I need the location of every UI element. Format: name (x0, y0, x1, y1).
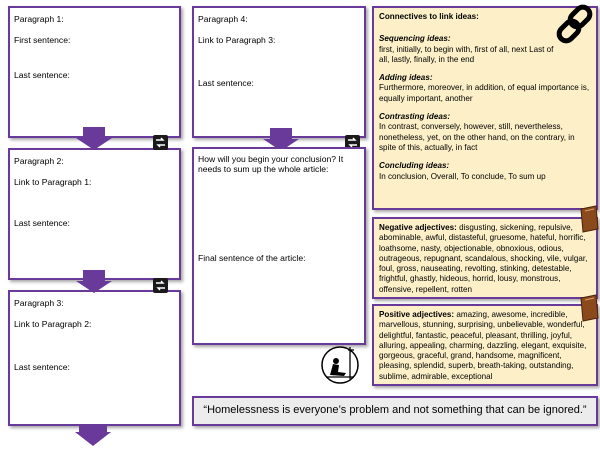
paragraph-1-first-label: First sentence: (14, 35, 71, 45)
positive-title: Positive adjectives: (379, 310, 455, 319)
paragraph-4-heading: Paragraph 4: (198, 14, 248, 24)
swap-arrows-icon (345, 135, 360, 150)
conclusion-box[interactable]: How will you begin your conclusion? It n… (192, 147, 366, 345)
sequencing-title: Sequencing ideas: (379, 34, 451, 44)
positive-adjectives-panel: Positive adjectives: amazing, awesome, i… (372, 304, 598, 386)
concluding-title: Concluding ideas: (379, 161, 450, 171)
adding-title: Adding ideas: (379, 73, 433, 83)
paragraph-2-box[interactable]: Paragraph 2: Link to Paragraph 1: Last s… (8, 148, 181, 280)
conclusion-prompt-line-1: How will you begin your conclusion? It (198, 154, 344, 164)
swap-arrows-icon (153, 278, 168, 293)
paragraph-1-box[interactable]: Paragraph 1: First sentence: Last senten… (8, 6, 181, 138)
final-sentence-label: Final sentence of the article: (198, 253, 306, 263)
paragraph-4-last-label: Last sentence: (198, 78, 254, 88)
connectives-panel: Connectives to link ideas: Sequencing id… (372, 6, 598, 210)
paragraph-4-link-label: Link to Paragraph 3: (198, 35, 276, 45)
contrasting-text: In contrast, conversely, however, still,… (379, 122, 575, 152)
homeless-figure-icon (318, 343, 366, 385)
negative-text: disgusting, sickening, repulsive, abomin… (379, 223, 588, 294)
book-icon (578, 205, 600, 233)
paragraph-3-last-label: Last sentence: (14, 362, 70, 372)
paragraph-2-heading: Paragraph 2: (14, 156, 64, 166)
paragraph-4-box[interactable]: Paragraph 4: Link to Paragraph 3: Last s… (192, 6, 366, 138)
concluding-text: In conclusion, Overall, To conclude, To … (379, 171, 546, 181)
quote-box: “Homelessness is everyone’s problem and … (192, 396, 598, 426)
connectives-title: Connectives to link ideas: (379, 12, 479, 21)
paragraph-3-link-label: Link to Paragraph 2: (14, 319, 92, 329)
positive-text: amazing, awesome, incredible, marvellous… (379, 310, 587, 381)
paragraph-2-last-label: Last sentence: (14, 218, 70, 228)
paragraph-1-last-label: Last sentence: (14, 70, 70, 80)
adding-text: Furthermore, moreover, in addition, of e… (379, 83, 590, 103)
paragraph-3-heading: Paragraph 3: (14, 298, 64, 308)
negative-adjectives-panel: Negative adjectives: disgusting, sickeni… (372, 217, 598, 299)
swap-arrows-icon (153, 135, 168, 150)
paragraph-2-link-label: Link to Paragraph 1: (14, 177, 92, 187)
sequencing-text: first, initially, to begin with, first o… (379, 44, 554, 64)
negative-title: Negative adjectives: (379, 223, 457, 232)
paragraph-3-box[interactable]: Paragraph 3: Link to Paragraph 2: Last s… (8, 290, 181, 426)
contrasting-title: Contrasting ideas: (379, 112, 451, 122)
paragraph-1-heading: Paragraph 1: (14, 14, 64, 24)
chain-link-icon (553, 3, 597, 45)
conclusion-prompt-line-2: needs to sum up the whole article: (198, 164, 329, 174)
quote-text: “Homelessness is everyone’s problem and … (203, 404, 587, 416)
book-icon (578, 294, 600, 322)
